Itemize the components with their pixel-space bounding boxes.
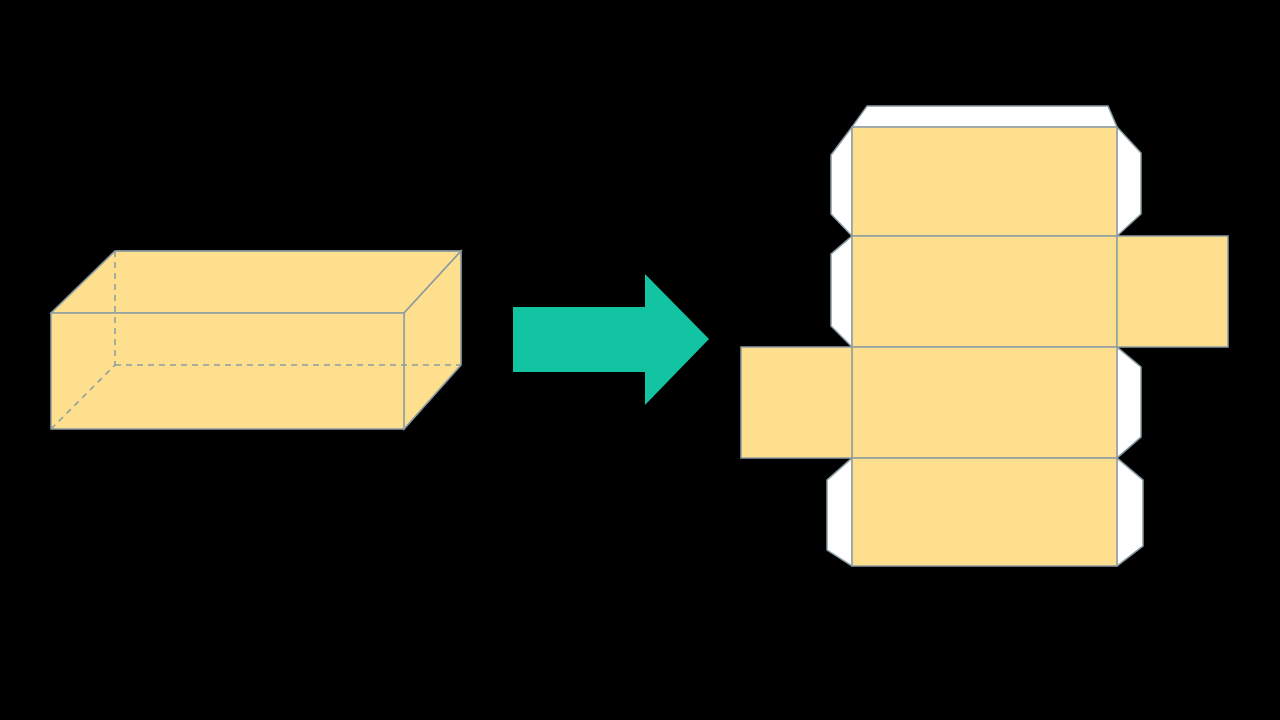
net-side-face-right [1116,235,1229,348]
edge-top-right [403,250,462,314]
glue-tab-left-2 [830,235,853,348]
prism-hidden-edges [50,251,461,430]
net-face-3 [851,346,1118,459]
glue-tab-right-1 [1116,126,1142,237]
prism-visible-edges [50,250,462,430]
glue-tab-left-3 [826,457,853,567]
hidden-edge-diagonal [50,364,116,430]
glue-tab-right-2 [1116,346,1142,459]
prism-front-face [50,312,405,430]
net-faces [740,126,1229,567]
edge-bottom-right [403,364,462,430]
net-face-1 [851,126,1118,237]
net-face-2 [851,235,1118,348]
right-arrow-icon [513,274,709,405]
edge-top-left [50,250,116,314]
net-face-4 [851,457,1118,567]
glue-tab-left-1 [830,126,853,237]
rectangular-prism [49,249,463,431]
prism-net [740,105,1229,567]
glue-tab-right-3 [1116,457,1144,567]
glue-tab-top [851,105,1118,128]
net-side-face-left [740,346,853,459]
prism-top-face [49,250,463,314]
